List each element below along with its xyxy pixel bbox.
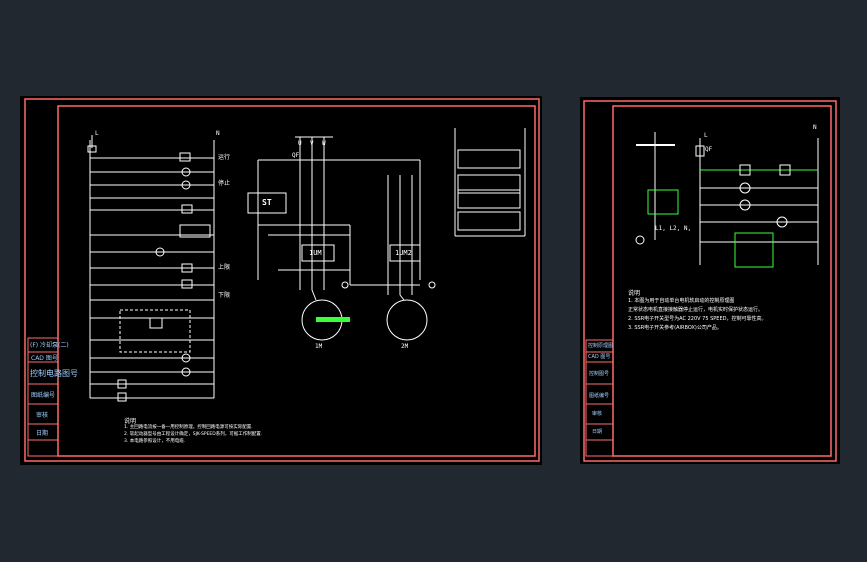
right-sheet-background (580, 97, 840, 464)
motor-highlight-bar (316, 317, 350, 322)
left-sheet-outer-frame (24, 98, 540, 462)
right-titleblock-title-6: 日期 (592, 429, 603, 435)
left-titleblock-title-1: (F) 冷却泵(二) (30, 342, 69, 349)
left-rail-label-right: N (216, 130, 220, 137)
phase-v-label: V (310, 140, 314, 147)
motor-2-label: 2M (401, 343, 409, 350)
right-power-circuit (635, 132, 819, 268)
rung-label-lower: 下限 (218, 292, 231, 299)
left-notes-heading: 说明 (124, 418, 137, 425)
phase-u-label: U (298, 140, 302, 147)
left-rail-label-left: L (95, 130, 99, 137)
right-titleblock-title-3: 控制图号 (589, 371, 610, 377)
right-note-4: 3. SSR电子开关参考(AIRBOX)公司产品。 (628, 325, 722, 331)
rung-label-upper: 上限 (218, 264, 231, 271)
right-titleblock-title-4: 图纸编号 (589, 393, 610, 399)
left-titleblock-title-3: 控制电路图号 (30, 369, 78, 378)
drive-box-1um: 1UM (309, 249, 322, 257)
right-titleblock (585, 339, 614, 457)
right-titleblock-title-2: CAD 图号 (588, 354, 611, 360)
right-breaker-label: QF (705, 146, 713, 153)
main-breaker-label: QF (292, 152, 300, 159)
right-notes-heading: 说明 (628, 290, 641, 297)
rung-label-run: 运行 (218, 154, 231, 161)
left-power-circuit (247, 136, 436, 341)
motor-1-label: 1M (315, 343, 323, 350)
phase-w-label: W (322, 140, 326, 147)
drive-box-1um2: 1UM2 (395, 249, 412, 257)
left-sheet (20, 96, 542, 465)
left-sheet-inner-frame (57, 105, 536, 457)
right-titleblock-title-5: 审核 (592, 411, 603, 417)
right-titleblock-title-1: 控制原理图 (588, 343, 614, 349)
left-titleblock-title-6: 日期 (36, 430, 49, 437)
right-rail-label-right: N (813, 124, 817, 131)
left-relay-panel (454, 128, 526, 237)
right-sheet-inner-frame (612, 105, 832, 457)
left-note-1: 1. 主回路电流按一备一用控制原理，控制回路电源可按实际配置. (124, 425, 253, 430)
left-ladder-diagram (87, 135, 215, 402)
left-titleblock-title-4: 图纸编号 (31, 392, 56, 399)
right-note-3: 2. SSR电子开关型号为AC 220V 75 SPEED，控制可靠性高。 (628, 316, 767, 322)
left-titleblock (27, 337, 59, 457)
left-note-2: 2. 软起动器型号由工程设计确定，SJK-SPEED系列，可据工作制配置. (124, 432, 263, 437)
drive-box-st: ST (262, 198, 272, 207)
right-note-1: 1. 本图为用于自动单台电机软启动的控制原理图 (628, 298, 735, 304)
left-note-3: 3. 本电路参照设计，不用电缆. (124, 439, 186, 444)
right-rail-label-left: L (704, 132, 708, 139)
right-sheet-outer-frame (583, 100, 837, 462)
rung-label-stop: 停止 (218, 180, 231, 187)
left-sheet-background (20, 96, 542, 465)
left-titleblock-title-5: 审核 (36, 412, 49, 419)
right-contacts-label: L1, L2, N, (655, 225, 692, 232)
left-titleblock-title-2: CAD 图号 (31, 355, 58, 362)
right-note-2: 正常状态电机直接接触器停止运行，电机实时保护状态运行。 (628, 307, 764, 313)
right-sheet (580, 97, 840, 464)
